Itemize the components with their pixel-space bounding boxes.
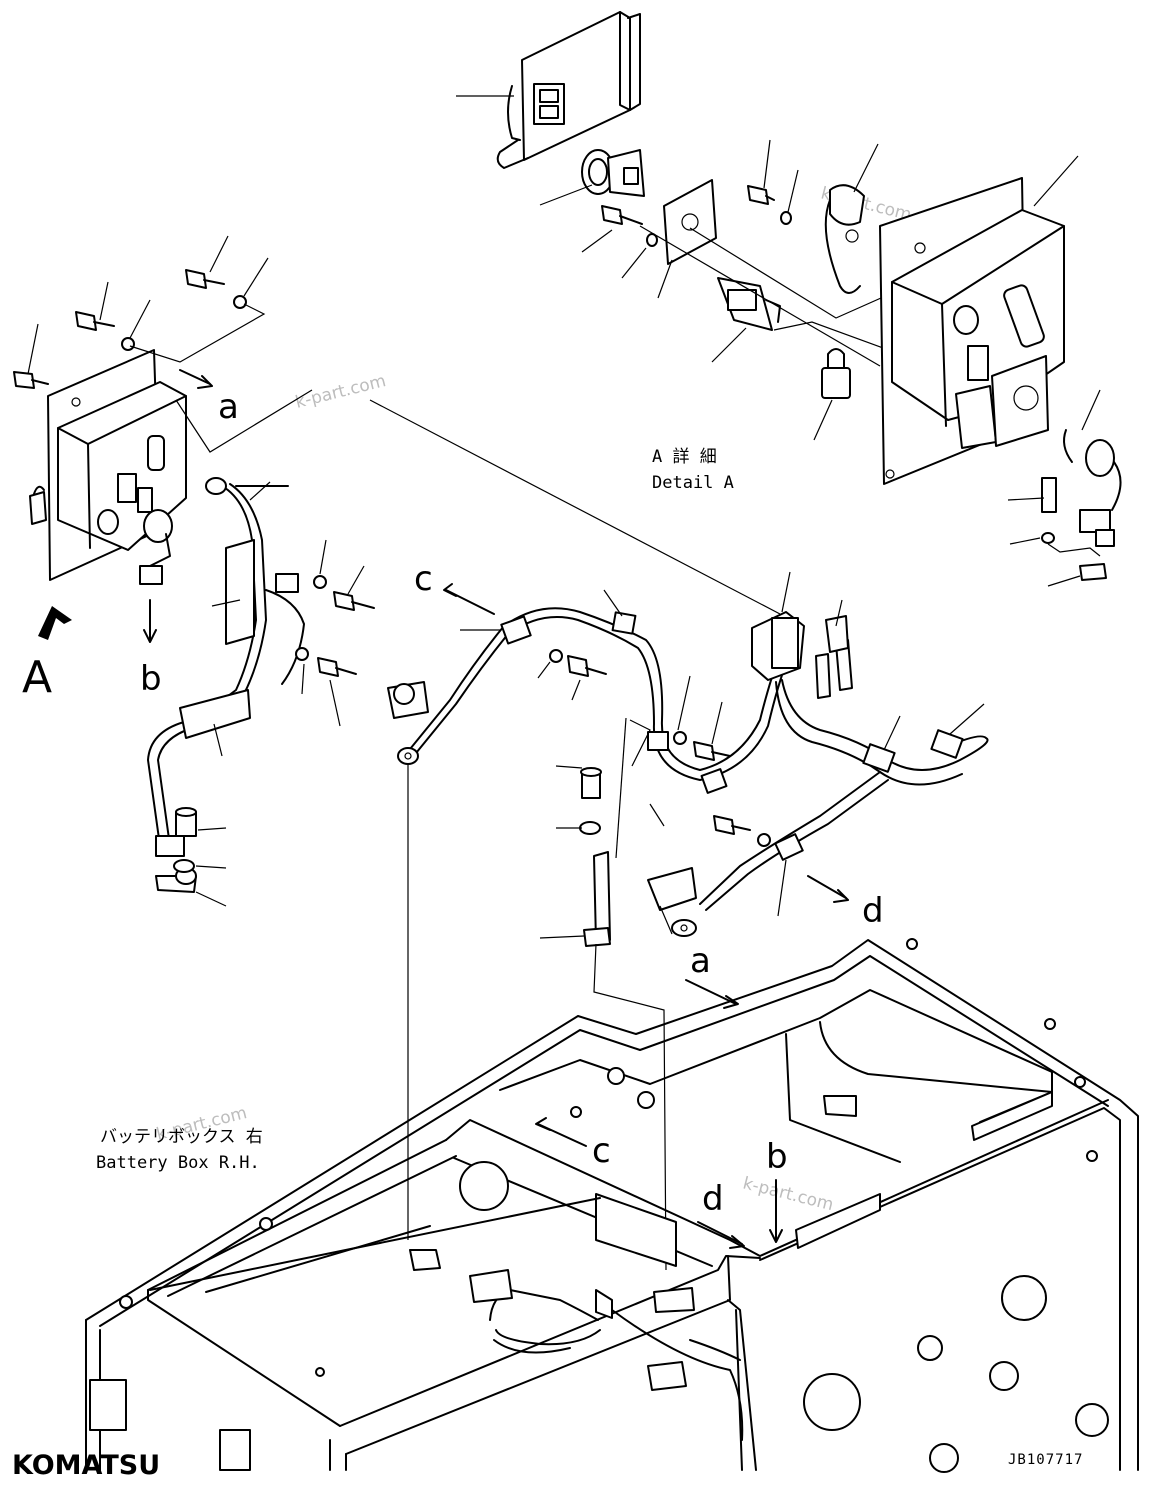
view-label-A: A xyxy=(22,652,52,703)
drawing-code: JB107717 xyxy=(1008,1452,1083,1468)
left-box-assembly: A a b xyxy=(13,235,313,703)
label-c-lower: c xyxy=(592,1131,611,1171)
label-a-lower: a xyxy=(690,941,711,981)
label-d-upper: d xyxy=(862,891,884,931)
battery-box-label-en: Battery Box R.H. xyxy=(96,1153,260,1173)
top-bracket-assembly xyxy=(456,11,641,169)
footer: KOMATSU JB107717 xyxy=(12,1450,1083,1481)
detail-a-components xyxy=(539,139,961,441)
left-harness xyxy=(147,477,375,907)
battery-box-frame: c d b バッテリボックス 右 Battery Box R.H. xyxy=(85,938,1139,1473)
label-d-lower: d xyxy=(702,1179,724,1219)
control-box-detail: A 詳 細 Detail A xyxy=(652,155,1122,587)
watermark-1: k-part.com xyxy=(293,371,388,413)
battery-box-label-jp: バッテリボックス 右 xyxy=(100,1127,263,1147)
label-b-lower: b xyxy=(766,1137,788,1177)
watermark-4: k-part.com xyxy=(741,1173,836,1215)
label-c-upper: c xyxy=(414,559,433,599)
komatsu-logo: KOMATSU xyxy=(12,1450,160,1481)
watermarks: k-part.com k-part.com k-part.com k-part.… xyxy=(154,183,913,1215)
center-harness: c d a xyxy=(369,399,989,1271)
label-b-left: b xyxy=(140,659,162,699)
detail-a-label-jp: A 詳 細 xyxy=(652,447,717,467)
detail-a-label-en: Detail A xyxy=(652,473,734,493)
label-a-upper: a xyxy=(218,387,239,427)
